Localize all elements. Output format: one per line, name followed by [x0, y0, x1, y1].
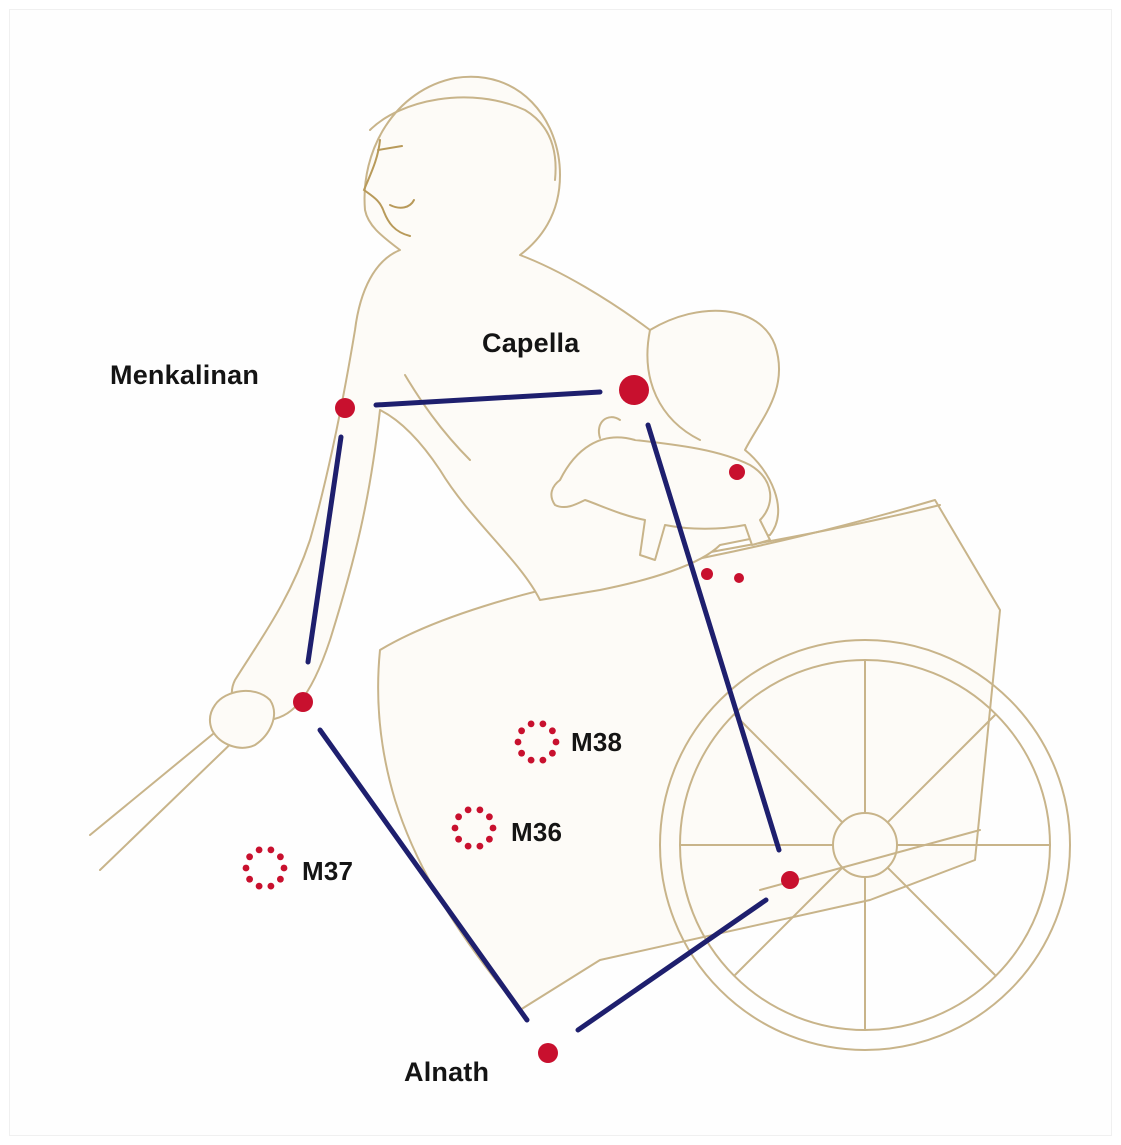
cluster-dot [540, 721, 547, 728]
cluster-dot [486, 836, 493, 843]
cluster-dot [455, 813, 462, 820]
cluster-dot [465, 843, 472, 850]
elbow-star [293, 692, 313, 712]
wheel-star [781, 871, 799, 889]
cluster-dot [477, 807, 484, 814]
cluster-dot [528, 721, 535, 728]
menkalinan-label: Menkalinan [110, 360, 259, 391]
charioteer-illustration [90, 77, 1070, 1050]
cluster-dot [277, 876, 284, 883]
cluster-dot [549, 727, 556, 734]
cluster-dot [486, 813, 493, 820]
cluster-dot [490, 825, 497, 832]
alnath-star [538, 1043, 558, 1063]
cluster-dot [281, 865, 288, 872]
cluster-dot [465, 807, 472, 814]
reins-line-2 [100, 730, 245, 870]
chariot-body [378, 500, 1000, 1010]
cluster-dot [268, 883, 275, 890]
m36-label: M36 [511, 817, 562, 848]
m37-label: M37 [302, 856, 353, 887]
cluster-dot [540, 757, 547, 764]
cluster-dot [477, 843, 484, 850]
cluster-dot [277, 853, 284, 860]
cluster-dot [268, 847, 275, 854]
alnath-label: Alnath [404, 1057, 489, 1088]
cluster-dot [528, 757, 535, 764]
cluster-dot [452, 825, 459, 832]
cluster-dot [246, 876, 253, 883]
capella-star [619, 375, 649, 405]
goat-star [729, 464, 745, 480]
cluster-dot [518, 727, 525, 734]
reins-line-1 [90, 720, 230, 835]
rim-star-2 [734, 573, 744, 583]
charioteer-hand [210, 691, 274, 748]
cluster-m37-marker [243, 847, 288, 890]
cluster-dot [518, 750, 525, 757]
capella-label: Capella [482, 328, 579, 359]
rim-star-1 [701, 568, 713, 580]
cluster-dot [553, 739, 560, 746]
m38-label: M38 [571, 727, 622, 758]
cluster-dot [256, 883, 263, 890]
cluster-dot [455, 836, 462, 843]
cluster-dot [549, 750, 556, 757]
cluster-dot [515, 739, 522, 746]
cluster-dot [256, 847, 263, 854]
cluster-dot [246, 853, 253, 860]
menkalinan-star [335, 398, 355, 418]
cluster-dot [243, 865, 250, 872]
